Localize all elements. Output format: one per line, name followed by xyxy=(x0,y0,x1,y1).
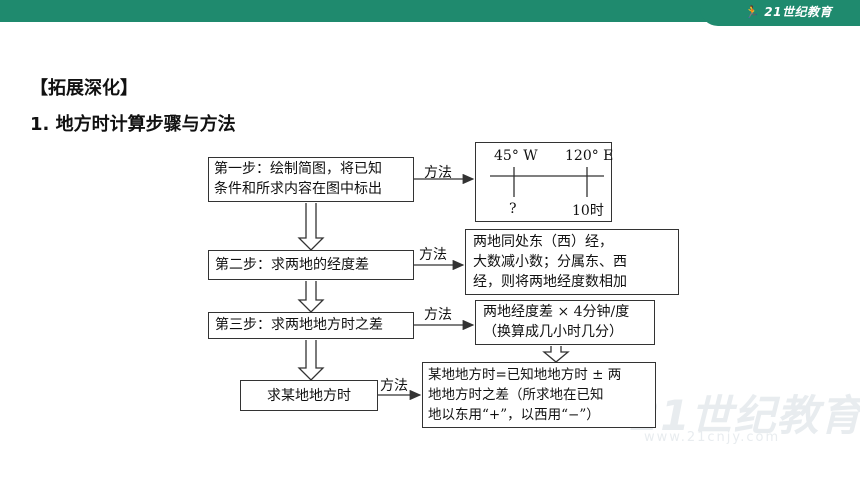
map-left-meridian: 45° W xyxy=(494,148,538,164)
step-3-box: 第三步：求两地地方时之差 xyxy=(208,312,414,339)
method-label-3: 方法 xyxy=(424,307,452,323)
watermark: 21世纪教育 xyxy=(630,391,860,440)
result-2-line-2: 大数减小数；分属东、西 xyxy=(473,254,627,270)
section-subheading: 1. 地方时计算步骤与方法 xyxy=(30,114,236,135)
step-4-line-1: 求某地地方时 xyxy=(267,388,351,404)
header-bar: 🏃21世纪教育 xyxy=(0,0,860,26)
watermark-url: www.21cnjy.com xyxy=(644,430,781,445)
method-label-2: 方法 xyxy=(419,247,447,263)
result-2-line-3: 经，则将两地经度数相加 xyxy=(473,274,627,290)
down-arrow-1 xyxy=(297,203,325,251)
step-1-line-1: 第一步：绘制简图，将已知 xyxy=(214,161,382,177)
step-1-box: 第一步：绘制简图，将已知 条件和所求内容在图中标出 xyxy=(208,157,414,202)
result-3-line-2: （换算成几小时几分） xyxy=(483,324,623,340)
map-right-meridian: 120° E xyxy=(565,148,614,164)
down-arrow-2 xyxy=(297,281,325,313)
result-2-line-1: 两地同处东（西）经， xyxy=(473,234,613,250)
result-2-box: 两地同处东（西）经， 大数减小数；分属东、西 经，则将两地经度数相加 xyxy=(465,229,679,295)
step-4-box: 求某地地方时 xyxy=(240,380,378,411)
longitude-sketch-lines xyxy=(490,167,604,197)
map-known-time: 10时 xyxy=(572,203,604,219)
step-2-box: 第二步：求两地的经度差 xyxy=(208,250,414,280)
map-unknown-time: ? xyxy=(509,201,517,217)
down-arrow-3 xyxy=(297,340,325,381)
step-1-line-2: 条件和所求内容在图中标出 xyxy=(214,181,382,197)
brand-logo: 🏃21世纪教育 xyxy=(745,3,832,20)
step-3-line-1: 第三步：求两地地方时之差 xyxy=(215,317,383,333)
section-heading: 【拓展深化】 xyxy=(30,78,138,99)
header-stripe xyxy=(0,0,860,22)
result-4-line-1: 某地地方时=已知地地方时 ± 两 xyxy=(428,367,622,383)
result-4-line-2: 地地方时之差（所求地在已知 xyxy=(428,387,604,403)
result-4-line-3: 地以东用“+”，以西用“−”） xyxy=(428,407,600,423)
step-2-line-1: 第二步：求两地的经度差 xyxy=(215,257,369,273)
longitude-sketch: 45° W 120° E ? 10时 xyxy=(475,142,614,222)
runner-icon: 🏃 xyxy=(744,5,761,19)
result-3-line-1: 两地经度差 × 4分钟/度 xyxy=(483,304,630,320)
method-label-4: 方法 xyxy=(380,378,408,394)
down-arrow-4 xyxy=(542,346,570,363)
method-label-1: 方法 xyxy=(424,165,452,181)
result-3-box: 两地经度差 × 4分钟/度 （换算成几小时几分） xyxy=(475,300,655,345)
brand-logo-text: 21世纪教育 xyxy=(764,5,832,19)
header-logo-tab xyxy=(700,0,860,26)
result-4-box: 某地地方时=已知地地方时 ± 两 地地方时之差（所求地在已知 地以东用“+”，以… xyxy=(422,362,656,428)
